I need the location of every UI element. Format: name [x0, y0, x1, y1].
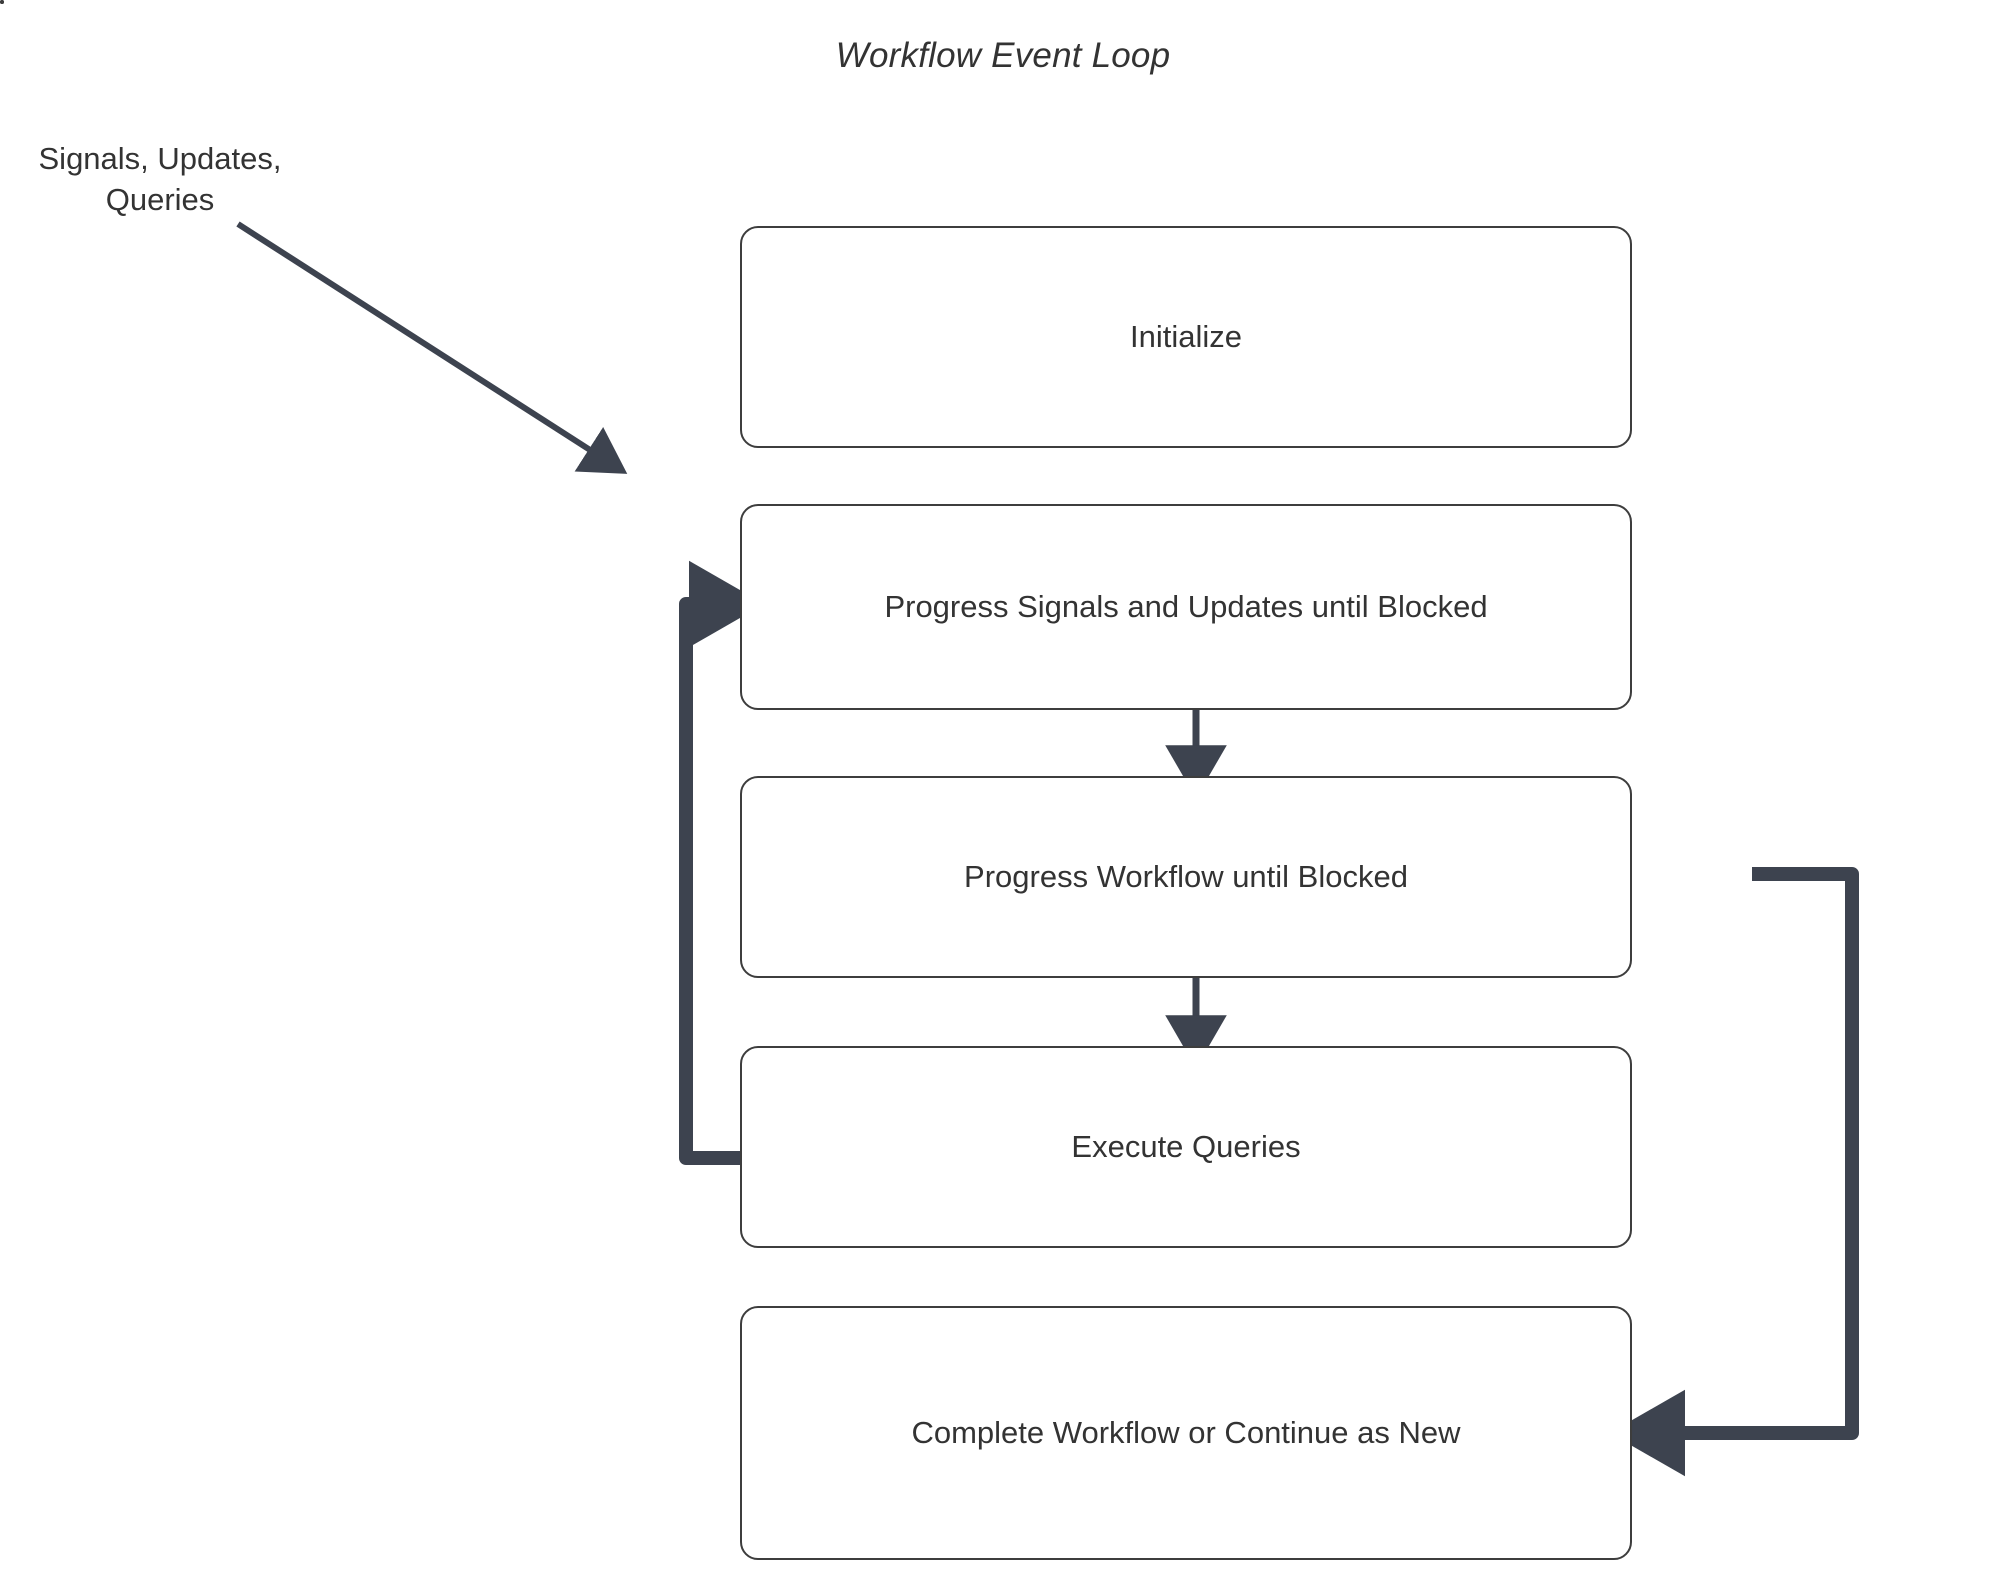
node-progress-signals-updates[interactable]: Progress Signals and Updates until Block…: [740, 504, 1632, 710]
node-progress-workflow[interactable]: Progress Workflow until Blocked: [740, 776, 1632, 978]
node-initialize[interactable]: Initialize: [740, 226, 1632, 448]
node-execute-queries[interactable]: Execute Queries: [740, 1046, 1632, 1248]
node-complete-workflow[interactable]: Complete Workflow or Continue as New: [740, 1306, 1632, 1560]
event-loop-container: [0, 0, 4, 4]
external-input-label: Signals, Updates, Queries: [38, 141, 282, 217]
node-execute-queries-label: Execute Queries: [1071, 1129, 1301, 1164]
edge-loop-back-to-signals: [679, 560, 765, 1165]
page-title: Workflow Event Loop: [835, 36, 1171, 75]
edge-loop-to-complete: [1609, 867, 1859, 1477]
node-complete-workflow-label: Complete Workflow or Continue as New: [911, 1415, 1461, 1450]
node-initialize-label: Initialize: [1130, 319, 1242, 354]
edge-external-input-to-loop: [236, 221, 628, 474]
node-progress-signals-updates-label: Progress Signals and Updates until Block…: [884, 589, 1488, 624]
node-progress-workflow-label: Progress Workflow until Blocked: [964, 859, 1408, 894]
